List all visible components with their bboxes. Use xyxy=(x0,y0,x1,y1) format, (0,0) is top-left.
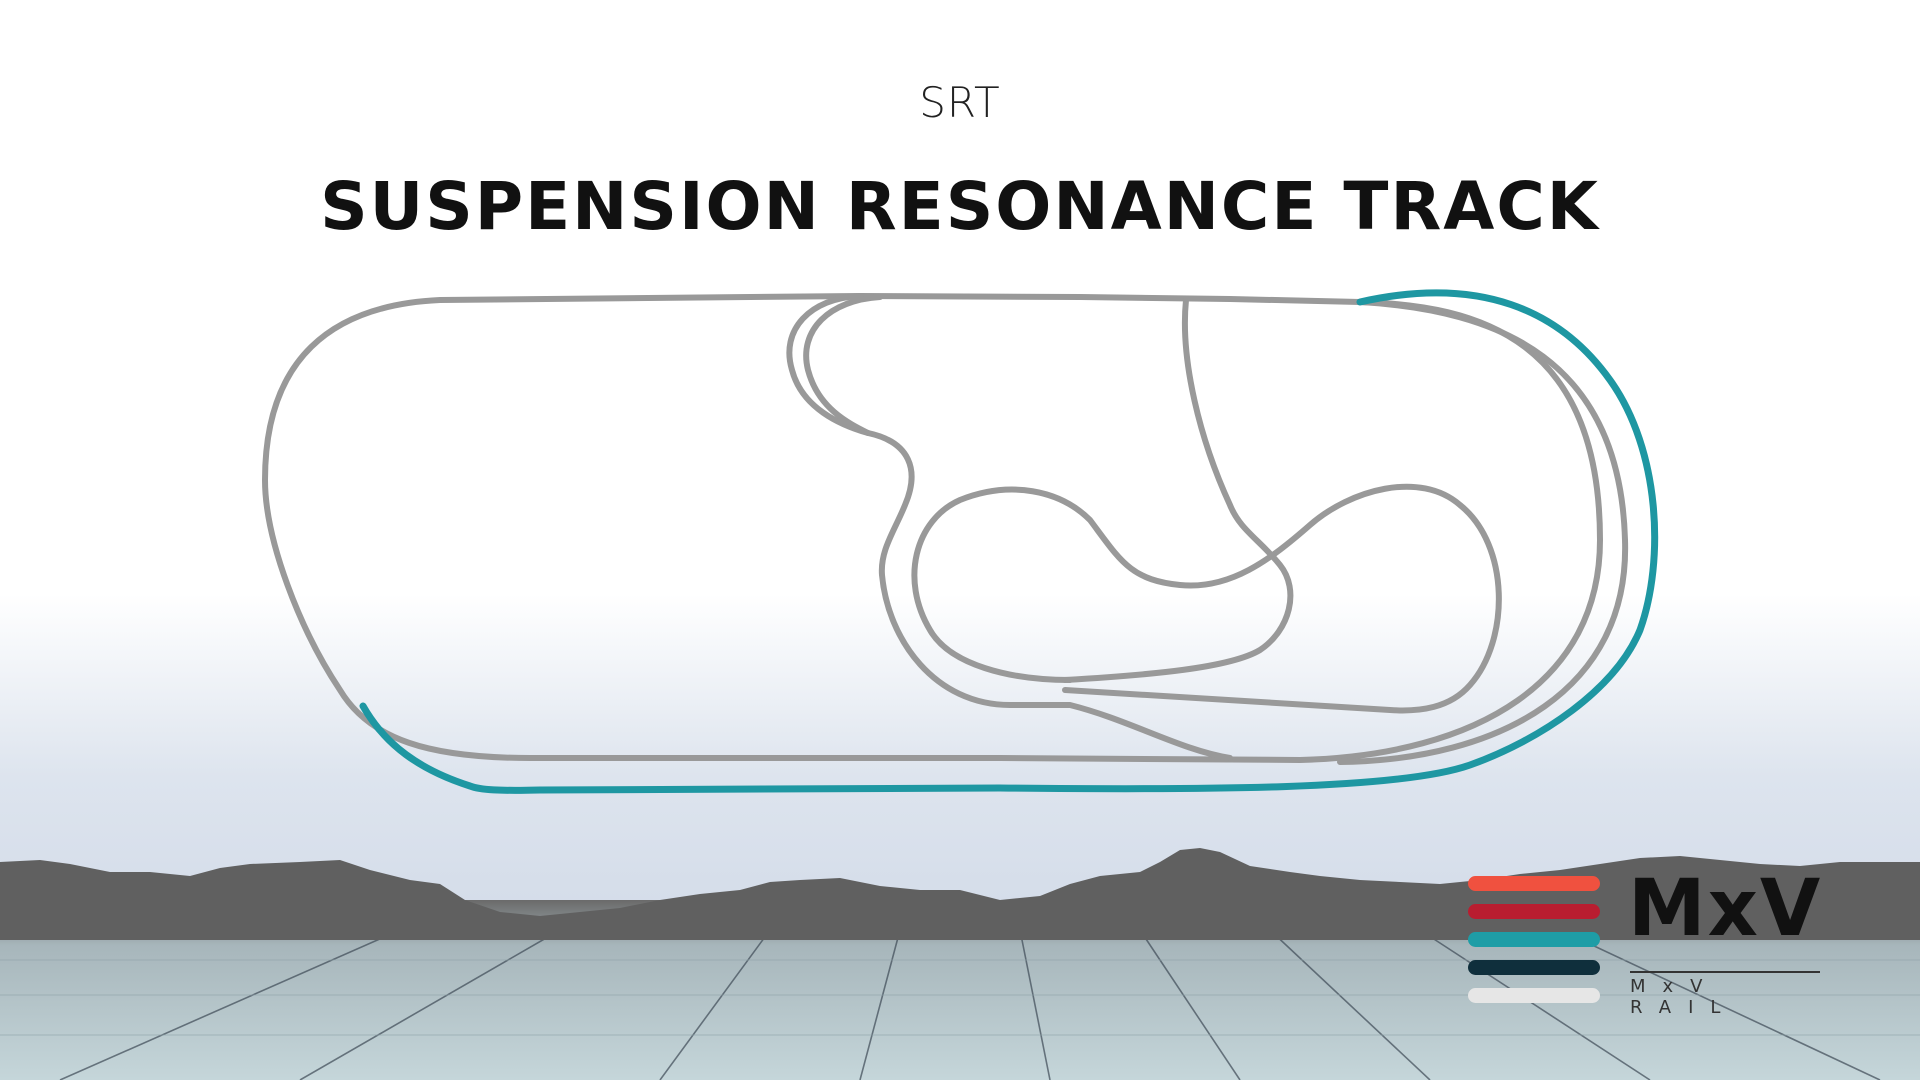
logo-caption: MxV RAIL xyxy=(1630,976,1738,1018)
track-code: SRT xyxy=(919,78,1001,127)
ground-grid xyxy=(59,929,1881,1080)
logo-divider xyxy=(1630,971,1820,973)
page-title: SUSPENSION RESONANCE TRACK xyxy=(320,168,1600,245)
logo-bar-light xyxy=(1468,988,1600,1003)
logo-bar-teal xyxy=(1468,932,1600,947)
track-network xyxy=(262,293,1629,765)
logo-bar-navy xyxy=(1468,960,1600,975)
logo-mark: MxV xyxy=(1628,864,1823,954)
central-figure-loop xyxy=(911,483,1502,714)
logo-color-bars xyxy=(1468,876,1600,1016)
inner-winding-loop xyxy=(865,430,1233,761)
highlighted-right-loop xyxy=(359,289,1659,794)
main-oval-track xyxy=(262,293,1603,763)
connector-curve-outer xyxy=(786,293,871,436)
main-oval-inner-rail xyxy=(1337,299,1629,765)
ground-grid-horizontals xyxy=(0,959,1920,1036)
mxv-rail-logo: MxV MxV RAIL xyxy=(1468,870,1828,1018)
central-crossing-spur xyxy=(1062,297,1294,683)
mountain-silhouette xyxy=(0,848,1920,940)
highlighted-route xyxy=(359,289,1659,794)
logo-bar-red xyxy=(1468,904,1600,919)
connector-curve-inner xyxy=(803,294,883,436)
logo-bar-orange xyxy=(1468,876,1600,891)
